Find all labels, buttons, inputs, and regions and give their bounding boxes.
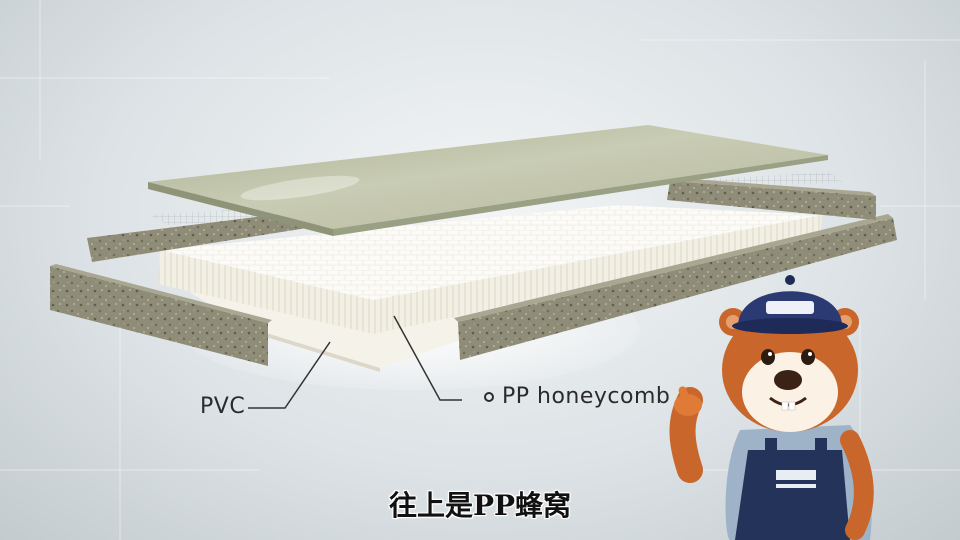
side-strip-right-back (667, 178, 876, 220)
mascot-nose (774, 370, 802, 390)
mascot-right-eye (801, 349, 815, 365)
circle-marker-icon (484, 391, 494, 402)
side-strip-left-front (50, 264, 272, 366)
subtitle-caption: 往上是PP蜂窝 (388, 489, 572, 522)
beaver-mascot (669, 275, 874, 540)
side-strip-right-front (454, 214, 897, 360)
top-stone-sheet (148, 125, 828, 236)
pvc-leader-line (248, 341, 331, 409)
pp-honeycomb-leader-line (393, 315, 462, 401)
pp-honeycomb-core (158, 205, 822, 334)
pvc-label: PVC (200, 394, 246, 419)
mascot-left-eye (761, 349, 775, 365)
pp-honeycomb-label-group: PP honeycomb (484, 384, 670, 409)
pp-honeycomb-label: PP honeycomb (502, 384, 671, 409)
